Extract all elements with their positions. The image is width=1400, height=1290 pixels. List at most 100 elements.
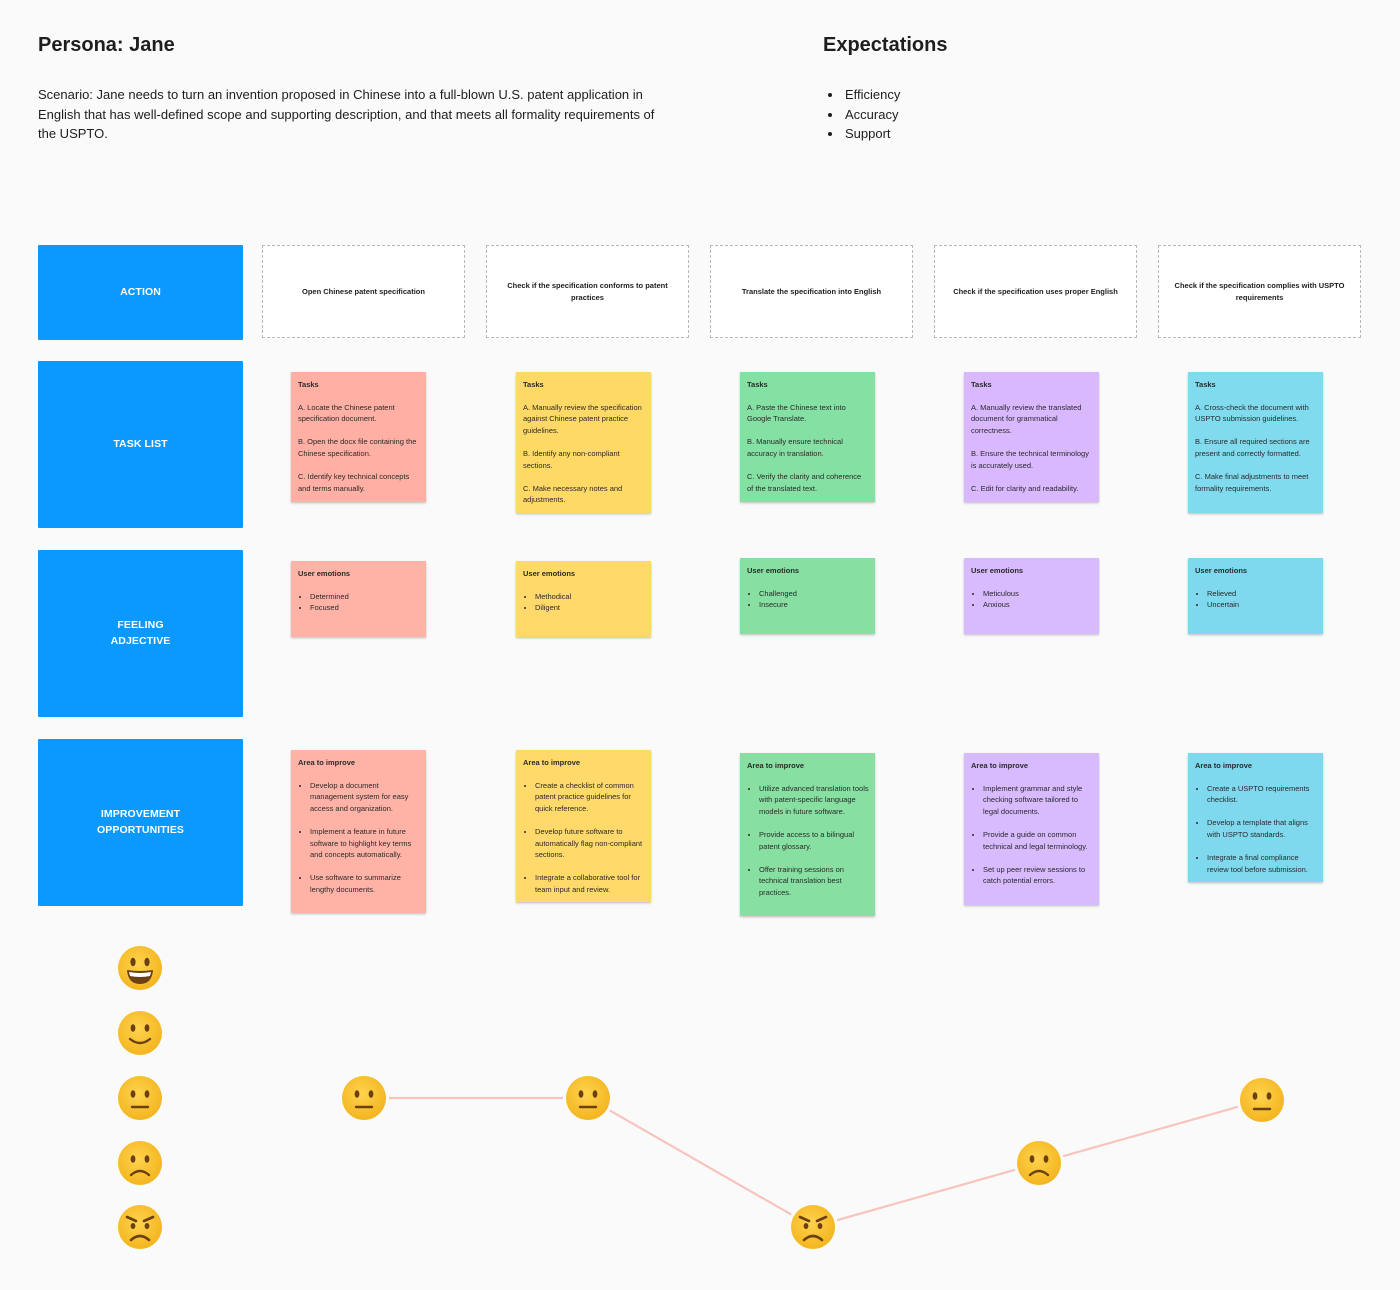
emotion-item: Focused — [310, 602, 420, 614]
improvement-sticky[interactable]: Area to improve Create a USPTO requireme… — [1188, 753, 1323, 882]
improvement-item: Develop a document management system for… — [310, 780, 420, 815]
sticky-title: Tasks — [298, 380, 319, 389]
task-sticky[interactable]: Tasks A. Manually review the specificati… — [516, 372, 651, 513]
action-card[interactable]: Open Chinese patent specification — [262, 245, 465, 338]
improvement-item: Utilize advanced translation tools with … — [759, 783, 869, 818]
emotion-sticky[interactable]: User emotions Determined Focused — [291, 561, 426, 637]
emotion-sticky[interactable]: User emotions Methodical Diligent — [516, 561, 651, 637]
scenario-text: Scenario: Jane needs to turn an inventio… — [38, 87, 655, 141]
emotion-sticky[interactable]: User emotions Challenged Insecure — [740, 558, 875, 634]
task-sticky[interactable]: Tasks A. Paste the Chinese text into Goo… — [740, 372, 875, 502]
task-sticky[interactable]: Tasks A. Cross-check the document with U… — [1188, 372, 1323, 513]
sticky-title: User emotions — [298, 569, 351, 578]
sticky-title: Area to improve — [298, 758, 356, 767]
task-sticky[interactable]: Tasks A. Manually review the translated … — [964, 372, 1099, 502]
persona-title: Persona: Jane — [38, 34, 175, 56]
sticky-title: Area to improve — [523, 758, 581, 767]
task-item: B. Open the docx file containing the Chi… — [298, 437, 417, 458]
task-item: C. Verify the clarity and coherence of t… — [747, 472, 862, 493]
task-sticky[interactable]: Tasks A. Locate the Chinese patent speci… — [291, 372, 426, 502]
expectation-item: Efficiency — [843, 85, 900, 105]
improvement-sticky[interactable]: Area to improve Create a checklist of co… — [516, 750, 651, 902]
row-label-feeling: FEELING ADJECTIVE — [38, 550, 243, 717]
sticky-title: User emotions — [747, 566, 800, 575]
grinning-face-icon — [118, 946, 162, 990]
sticky-title: Tasks — [523, 380, 544, 389]
improvement-item: Implement a feature in future software t… — [310, 826, 420, 861]
row-label-task-list: TASK LIST — [38, 361, 243, 528]
sticky-title: Tasks — [747, 380, 768, 389]
emotion-item: Diligent — [535, 602, 645, 614]
task-item: C. Make final adjustments to meet formal… — [1195, 472, 1309, 493]
task-item: A. Cross-check the document with USPTO s… — [1195, 402, 1309, 424]
improvement-item: Develop a template that aligns with USPT… — [1207, 817, 1317, 840]
task-item: A. Locate the Chinese patent specificati… — [298, 402, 395, 424]
task-item: A. Paste the Chinese text into Google Tr… — [747, 402, 846, 424]
improvement-sticky[interactable]: Area to improve Develop a document manag… — [291, 750, 426, 913]
improvement-item: Create a USPTO requirements checklist. — [1207, 783, 1317, 806]
row-label-action: ACTION — [38, 245, 243, 340]
expectation-item: Accuracy — [843, 105, 900, 125]
task-item: A. Manually review the specification aga… — [523, 402, 642, 435]
action-card[interactable]: Translate the specification into English — [710, 245, 913, 338]
sticky-title: Area to improve — [1195, 761, 1253, 770]
neutral-face-icon — [1240, 1078, 1284, 1122]
improvement-item: Integrate a collaborative tool for team … — [535, 872, 645, 895]
journey-segment — [1062, 1105, 1239, 1158]
improvement-item: Create a checklist of common patent prac… — [535, 780, 645, 815]
smiling-face-icon — [118, 1011, 162, 1055]
improvement-sticky[interactable]: Area to improve Utilize advanced transla… — [740, 753, 875, 916]
expectation-item: Support — [843, 124, 900, 144]
emotion-item: Insecure — [759, 599, 869, 611]
improvement-item: Provide a guide on common technical and … — [983, 829, 1093, 852]
task-item: B. Manually ensure technical accuracy in… — [747, 437, 843, 458]
action-card[interactable]: Check if the specification complies with… — [1158, 245, 1361, 338]
action-card[interactable]: Check if the specification conforms to p… — [486, 245, 689, 338]
task-item: C. Identify key technical concepts and t… — [298, 472, 410, 493]
angry-face-icon — [118, 1205, 162, 1249]
improvement-item: Offer training sessions on technical tra… — [759, 864, 869, 899]
emotion-sticky[interactable]: User emotions Meticulous Anxious — [964, 558, 1099, 634]
sticky-title: Tasks — [971, 380, 992, 389]
improvement-item: Use software to summarize lengthy docume… — [310, 872, 420, 895]
emotion-item: Anxious — [983, 599, 1093, 611]
improvement-sticky[interactable]: Area to improve Implement grammar and st… — [964, 753, 1099, 905]
improvement-item: Develop future software to automatically… — [535, 826, 645, 861]
journey-segment — [609, 1109, 792, 1216]
emotion-item: Meticulous — [983, 588, 1093, 600]
emotion-item: Determined — [310, 591, 420, 603]
improvement-item: Set up peer review sessions to catch pot… — [983, 864, 1093, 887]
improvement-item: Implement grammar and style checking sof… — [983, 783, 1093, 818]
improvement-item: Provide access to a bilingual patent glo… — [759, 829, 869, 852]
sticky-title: User emotions — [523, 569, 576, 578]
sticky-title: User emotions — [1195, 566, 1248, 575]
neutral-face-icon — [118, 1076, 162, 1120]
task-item: A. Manually review the translated docume… — [971, 402, 1082, 435]
task-item: C. Edit for clarity and readability. — [971, 483, 1079, 493]
emotion-sticky[interactable]: User emotions Relieved Uncertain — [1188, 558, 1323, 634]
sticky-title: Area to improve — [971, 761, 1029, 770]
sticky-title: Area to improve — [747, 761, 805, 770]
task-item: B. Ensure all required sections are pres… — [1195, 437, 1310, 458]
sticky-title: Tasks — [1195, 380, 1216, 389]
improvement-item: Integrate a final compliance review tool… — [1207, 852, 1317, 875]
task-item: C. Make necessary notes and adjustments. — [523, 483, 623, 505]
neutral-face-icon — [566, 1076, 610, 1120]
journey-segment — [836, 1168, 1016, 1222]
frowning-face-icon — [1017, 1141, 1061, 1185]
emotion-item: Relieved — [1207, 588, 1317, 600]
action-card[interactable]: Check if the specification uses proper E… — [934, 245, 1137, 338]
frowning-face-icon — [118, 1141, 162, 1185]
neutral-face-icon — [342, 1076, 386, 1120]
emotion-item: Challenged — [759, 588, 869, 600]
emotion-item: Uncertain — [1207, 599, 1317, 611]
expectations-list: Efficiency Accuracy Support — [823, 85, 900, 144]
emotion-item: Methodical — [535, 591, 645, 603]
expectations-title: Expectations — [823, 34, 948, 56]
row-label-improvement: IMPROVEMENT OPPORTUNITIES — [38, 739, 243, 906]
task-item: B. Ensure the technical terminology is a… — [971, 448, 1089, 470]
angry-face-icon — [791, 1205, 835, 1249]
sticky-title: User emotions — [971, 566, 1024, 575]
task-item: B. Identify any non-compliant sections. — [523, 448, 620, 470]
